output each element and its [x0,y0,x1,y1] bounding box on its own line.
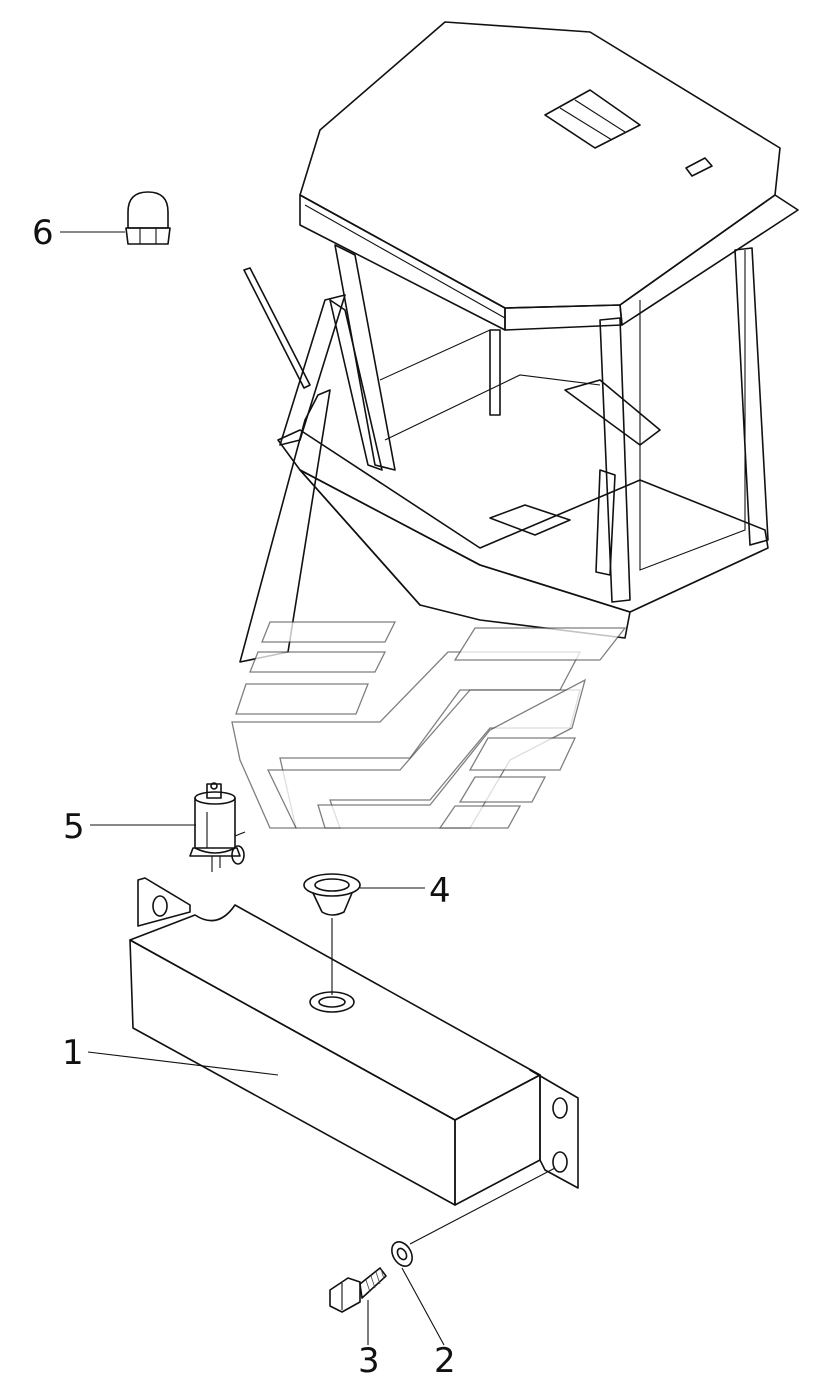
callout-5: 5 [63,807,85,847]
cab-illustration [239,21,799,663]
washer-pump-part [189,782,246,872]
leader-lines [60,231,445,1346]
callout-6: 6 [32,213,54,253]
washer-tank-part [129,877,579,1206]
callout-4: 4 [429,871,451,911]
leader-1 [87,1051,279,1076]
grommet-part [303,873,361,995]
cap-nut-part [125,191,171,245]
flat-washer-part [391,1167,556,1267]
callout-1: 1 [62,1033,84,1073]
bolt-part [329,1267,387,1313]
leader-2 [401,1267,445,1346]
callout-3: 3 [358,1341,380,1381]
watermark-logo [231,621,627,829]
callout-2: 2 [434,1341,456,1381]
